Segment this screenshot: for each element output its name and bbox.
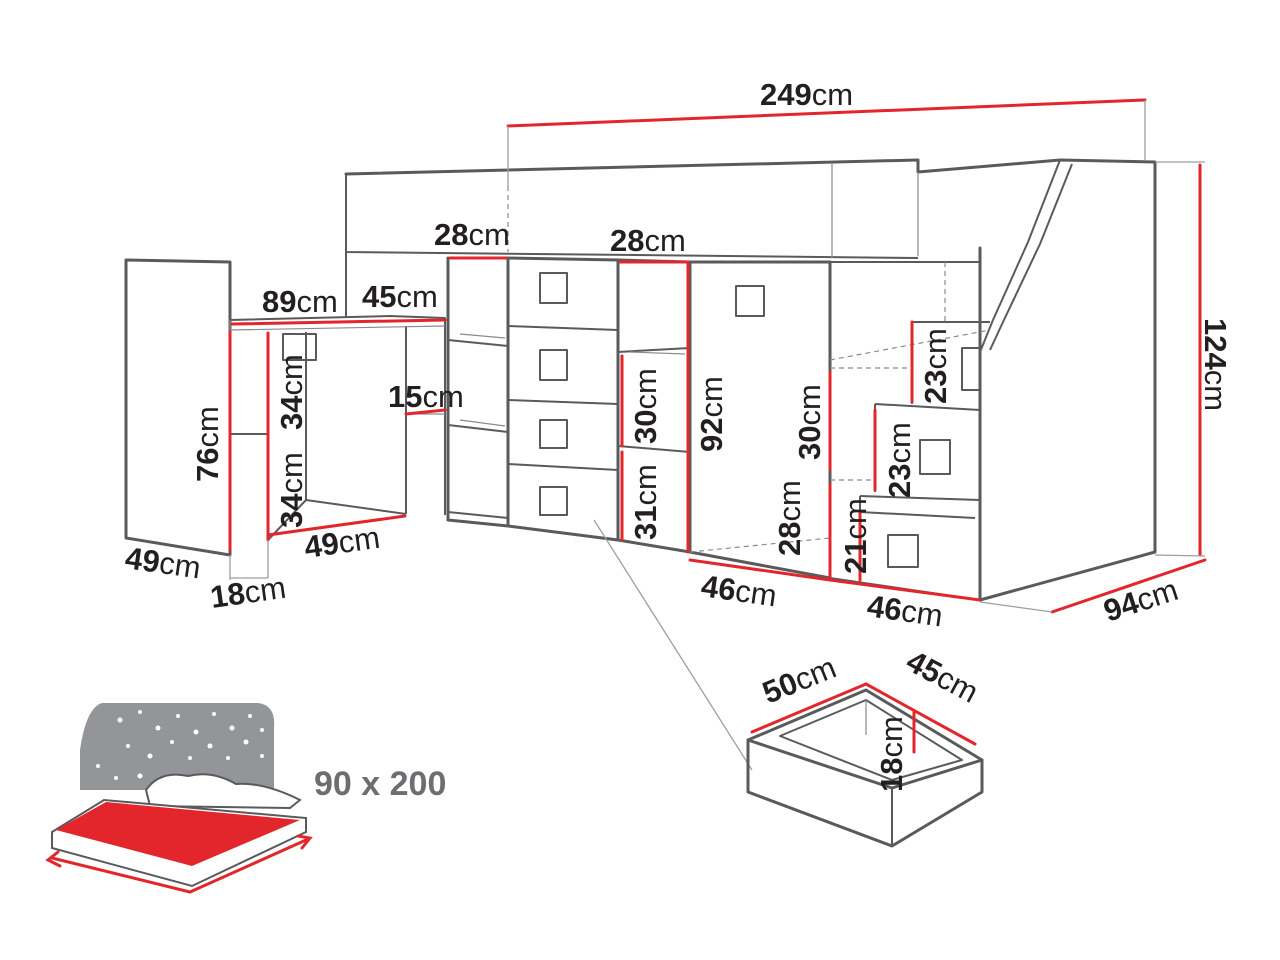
label-desk-depth: 45cm — [362, 279, 438, 314]
label-desk-shelf-upper: 34cm — [274, 354, 309, 430]
pillow-icon — [144, 773, 302, 810]
label-desk-side-depth: 49cm — [123, 540, 203, 585]
stars-pattern — [96, 710, 264, 780]
label-shelf-lower: 31cm — [628, 464, 663, 540]
label-height: 124cm — [1198, 318, 1233, 411]
label-top-cabinet-right: 28cm — [610, 223, 686, 258]
label-step-bottom: 21cm — [838, 498, 873, 574]
mattress-size-label: 90 x 200 — [314, 765, 446, 803]
label-wardrobe-width: 46cm — [699, 568, 779, 613]
mattress-icon — [45, 703, 313, 894]
label-wardrobe-height: 92cm — [694, 376, 729, 452]
dimension-lines — [228, 98, 1207, 771]
label-step-middle: 23cm — [882, 422, 917, 498]
label-top-cabinet-left: 28cm — [434, 217, 510, 252]
label-step-niche-lower: 28cm — [772, 480, 807, 556]
dimension-labels: 249cm 124cm 94cm 28cm 28cm 89cm 45cm 76c… — [123, 77, 1233, 803]
label-desk-shelf-lower: 34cm — [274, 452, 309, 528]
label-desk-shelf-gap: 15cm — [388, 379, 464, 414]
label-total-length: 249cm — [760, 77, 853, 112]
label-step-niche-upper: 30cm — [792, 384, 827, 460]
label-drawer-height: 18cm — [874, 716, 909, 792]
label-desk-height: 76cm — [190, 406, 225, 482]
label-drawer-depth: 45cm — [901, 643, 984, 709]
label-desk-bottom-length: 49cm — [302, 520, 382, 565]
label-desk-shelf-depth: 18cm — [208, 570, 288, 615]
label-step-top: 23cm — [918, 328, 953, 404]
label-shelf-upper: 30cm — [628, 368, 663, 444]
drawer-detail — [746, 682, 984, 848]
label-stairs-width: 46cm — [865, 588, 945, 633]
mattress-top — [56, 802, 300, 866]
headboard-icon — [80, 703, 275, 790]
label-desk-length: 89cm — [262, 284, 338, 319]
